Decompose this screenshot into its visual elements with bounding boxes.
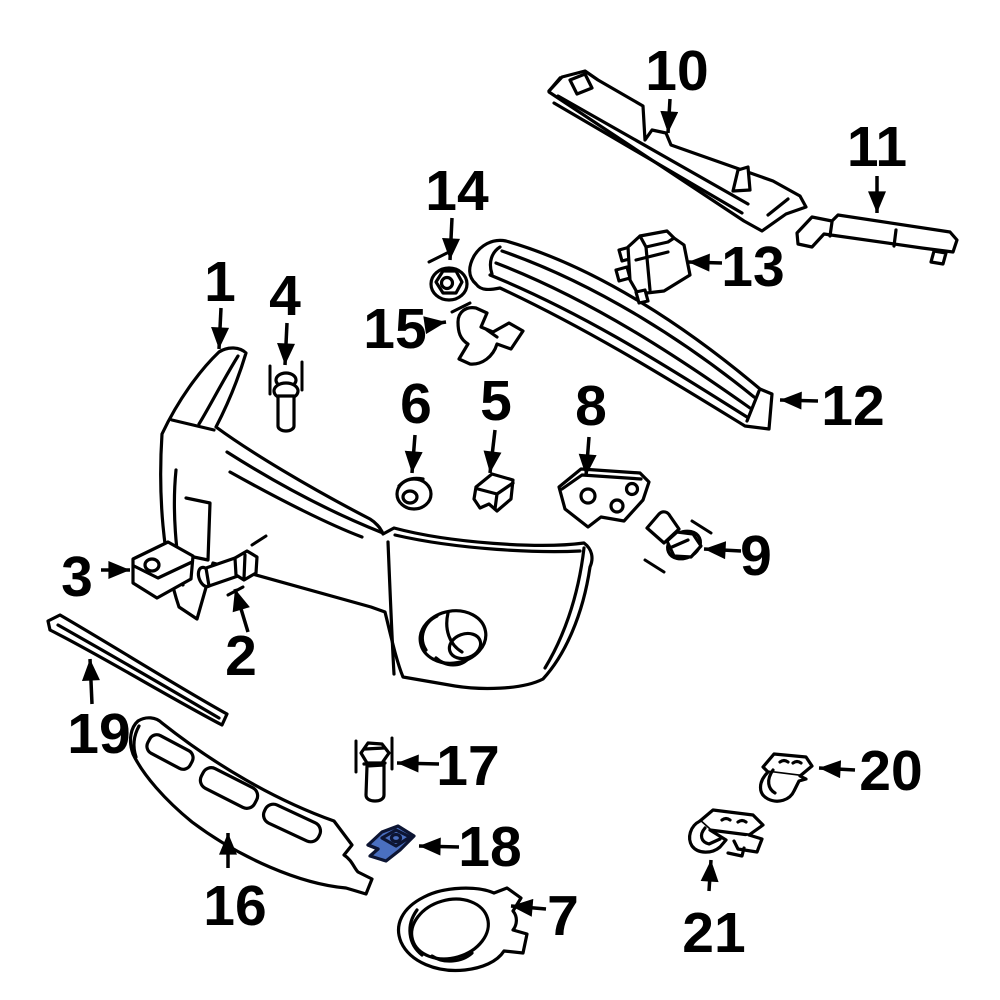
callout-4[interactable]: 4: [269, 264, 301, 366]
callout-13[interactable]: 13: [687, 235, 785, 299]
part-1-bumper-cover: [159, 346, 594, 691]
callout-10[interactable]: 10: [645, 39, 709, 134]
callout-8-label[interactable]: 8: [575, 374, 607, 438]
part-7-fog-lamp: [396, 886, 529, 973]
callout-19-label[interactable]: 19: [67, 702, 130, 766]
callout-7-label[interactable]: 7: [547, 884, 579, 948]
part-13-bumper-bracket: [614, 229, 692, 305]
part-12-impact-bar: [468, 238, 774, 431]
part-16-valance-panel: [128, 716, 374, 896]
callout-21-label[interactable]: 21: [682, 901, 745, 965]
callout-9-label[interactable]: 9: [740, 524, 772, 588]
callout-17-label[interactable]: 17: [436, 734, 499, 798]
callout-7[interactable]: 7: [510, 884, 579, 948]
part-11-side-retainer-bracket: [795, 213, 959, 266]
callout-14[interactable]: 14: [425, 159, 489, 261]
callout-8[interactable]: 8: [575, 374, 607, 477]
callout-3-label[interactable]: 3: [61, 545, 93, 609]
callout-14-label[interactable]: 14: [425, 159, 489, 223]
callout-6-label[interactable]: 6: [400, 372, 432, 436]
part-5-bumper-clip: [472, 472, 515, 513]
callout-12-label[interactable]: 12: [821, 374, 884, 438]
callout-9[interactable]: 9: [703, 524, 772, 588]
part-3-mounting-plate: [131, 540, 195, 600]
callout-3[interactable]: 3: [61, 545, 130, 609]
callout-18[interactable]: 18: [418, 815, 522, 879]
part-19-lower-trim-strip: [46, 613, 229, 727]
callout-16-label[interactable]: 16: [203, 874, 266, 938]
callout-20[interactable]: 20: [818, 739, 923, 803]
callout-17[interactable]: 17: [396, 734, 500, 798]
callout-1[interactable]: 1: [204, 250, 236, 350]
part-17-valance-bolt: [354, 736, 394, 803]
part-6-grommet: [395, 476, 433, 511]
callout-20-label[interactable]: 20: [859, 739, 922, 803]
callout-5-label[interactable]: 5: [480, 369, 512, 433]
callout-2-label[interactable]: 2: [225, 624, 257, 688]
callout-10-label[interactable]: 10: [645, 39, 708, 103]
part-2-mount-stud: [196, 534, 268, 597]
part-10-bumper-retainer-bar: [547, 69, 808, 233]
callout-2[interactable]: 2: [225, 588, 257, 688]
part-18-highlighted-clip: [366, 824, 416, 863]
callout-18-label[interactable]: 18: [458, 815, 521, 879]
part-20-retainer-clip: [758, 752, 814, 803]
part-21-retainer-clip: [688, 808, 765, 858]
callout-15-label[interactable]: 15: [363, 297, 426, 361]
part-4-stud-bolt: [268, 360, 304, 433]
callout-15[interactable]: 15: [363, 297, 447, 361]
callout-13-label[interactable]: 13: [721, 235, 784, 299]
part-15-reinforcement-bracket: [456, 306, 525, 366]
callout-6[interactable]: 6: [400, 372, 432, 474]
callout-11[interactable]: 11: [847, 115, 907, 213]
callouts-layer: 1 2 3 4 5 6 7 8: [61, 39, 923, 965]
part-8-support-bracket: [557, 467, 651, 529]
callout-4-label[interactable]: 4: [269, 264, 301, 328]
callout-12[interactable]: 12: [779, 374, 885, 438]
callout-11-label[interactable]: 11: [847, 115, 907, 179]
callout-1-label[interactable]: 1: [204, 250, 236, 314]
callout-16[interactable]: 16: [203, 832, 267, 938]
part-9-hex-bolt: [643, 510, 713, 574]
callout-21[interactable]: 21: [682, 859, 746, 965]
callout-19[interactable]: 19: [67, 658, 131, 766]
callout-5[interactable]: 5: [480, 369, 512, 474]
part-14-flange-nut: [427, 251, 472, 314]
